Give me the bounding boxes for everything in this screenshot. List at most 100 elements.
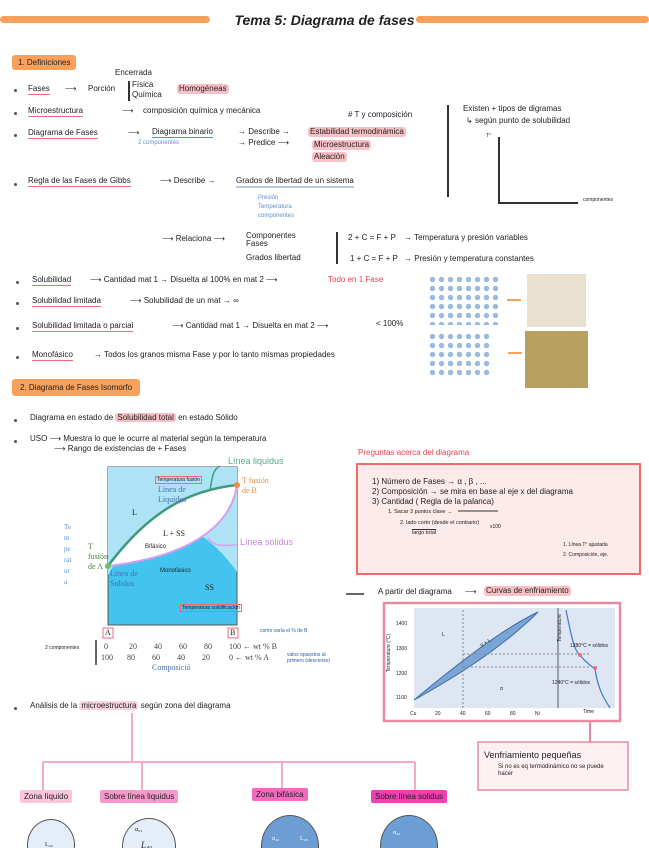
- enfriamiento-sub: Si no es eq termodinámico no se puede ha…: [498, 764, 604, 777]
- bullet: [14, 183, 17, 186]
- term-diagrama-fases: Diagrama de Fases: [28, 128, 98, 139]
- ytick-1300: 1300: [396, 646, 408, 652]
- tipos-line1: Existen + tipos de digramas: [463, 104, 562, 113]
- t-composicion: # T y composición: [348, 110, 413, 119]
- solub-result: Todo en 1 Fase: [328, 275, 384, 284]
- row1-4: 80: [204, 642, 212, 651]
- preg-5b: x100: [490, 524, 501, 530]
- section-1-heading: 1. Definiciones: [12, 55, 77, 70]
- diagrama-binario: Diagrama binario: [152, 127, 213, 138]
- cool-t2: Temperature: [557, 613, 564, 643]
- term-solubilidad: Solubilidad: [32, 275, 72, 286]
- bifasico: Bifásico: [145, 544, 167, 550]
- solub-par-result: < 100%: [376, 319, 404, 328]
- ytick-1100: 1100: [396, 695, 407, 701]
- atom-lattice-image-2: [428, 332, 493, 376]
- inner-label-2: α₅₂: [135, 827, 143, 833]
- preg-1: 1) Número de Fases → α , β , ...: [372, 477, 487, 486]
- inner-label: α₄₀: [393, 830, 401, 836]
- cool-ylabel: Temperature (°C): [386, 633, 393, 673]
- two-phase-region: [108, 485, 237, 566]
- xtick: 20: [435, 711, 441, 717]
- axis-x: [498, 202, 578, 204]
- grados-libertad: Grados de libertad de un sistema: [236, 176, 354, 188]
- analisis-post: según zona del diagrama: [138, 701, 231, 710]
- linea-liquidus-label: Línea de Liquidus: [158, 485, 187, 504]
- bullet: [16, 356, 19, 359]
- connector: [507, 299, 521, 301]
- divider: [336, 232, 338, 264]
- homogeneas: Homogéneas: [177, 84, 229, 94]
- term-gibbs: Regla de las Fases de Gibbs: [28, 176, 131, 187]
- rel-grados: Grados libertad: [246, 253, 301, 262]
- enfriamiento-title: Venfriamiento pequeñas: [484, 750, 582, 760]
- preguntas-box: [356, 463, 641, 575]
- uso: USO: [30, 434, 48, 443]
- row1-0: 0: [104, 642, 108, 651]
- bullet: [14, 134, 17, 137]
- eq2: 1 + C = F + P: [350, 254, 398, 263]
- solub-def: Cantidad mat 1 → Disuelta al 100% en mat…: [103, 275, 264, 284]
- solub-par-def: Cantidad mat 1 → Disuelta en mat 2: [185, 321, 315, 330]
- encerrada: Encerrada: [115, 68, 152, 77]
- bullet: [14, 419, 17, 422]
- xtick: 40: [460, 711, 466, 717]
- aleacion: Aleación: [312, 152, 347, 162]
- microstructure-photo: [527, 274, 586, 327]
- atom-lattice-image: [428, 275, 498, 325]
- term-solub-limitada: Solubilidad limitada: [32, 296, 101, 307]
- axis-y-label: T°: [486, 133, 492, 139]
- predice: Predice: [248, 138, 276, 147]
- uso-1: Muestra lo que le ocurre al material seg…: [63, 434, 267, 443]
- label-b: B: [230, 628, 236, 637]
- row2-5: 0 ← wt % A: [229, 653, 269, 662]
- axis-x-label: componentes: [583, 197, 614, 203]
- enfriamiento-box: [477, 741, 629, 791]
- row2-0: 100: [101, 653, 113, 662]
- cooling-plot-area: [414, 608, 582, 708]
- cool-p1: 1280°C = sólidos: [570, 643, 608, 649]
- row2-3: 40: [177, 653, 185, 662]
- preg-2: 2) Composición → se mira en base al eje …: [372, 487, 573, 496]
- title-bar-right: [416, 16, 649, 23]
- preguntas-title: Preguntas acerca del diagrama: [358, 448, 470, 457]
- tfusion-b-point: [234, 482, 240, 488]
- divider: [128, 81, 130, 101]
- region-ss: SS: [205, 583, 214, 592]
- liquidus-callout: Línea liquidus: [228, 456, 284, 466]
- row2-2: 60: [152, 653, 160, 662]
- page-title: Tema 5: Diagrama de fases: [234, 12, 415, 28]
- var-presion: Presión: [258, 195, 279, 201]
- tipos-line2: según punto de solubilidad: [474, 116, 571, 125]
- term-monofasico: Monofásico: [32, 350, 73, 361]
- linea-solidus-label: Línea de Solidus: [110, 569, 138, 588]
- analisis-highlight: microestructura: [79, 701, 139, 710]
- solub-lim-def: Solubilidad de un mat → ∞: [143, 296, 239, 305]
- y-axis-label: Temperatura: [64, 523, 72, 586]
- row1-5: 100 ← wt % B: [229, 642, 277, 651]
- solidus-line: [107, 484, 238, 567]
- row2-1: 80: [127, 653, 135, 662]
- comp-label: 2 componentes: [45, 645, 80, 651]
- bullet: [16, 281, 19, 284]
- preg-5: 2. lado corto (desde el contrario): [400, 520, 480, 526]
- bottom-note: Temperatura solidificación: [180, 604, 242, 612]
- preg-8: 2. Composición, eje.: [563, 552, 609, 558]
- arrow: ⟶: [128, 128, 140, 137]
- inner-label: L₄₀: [45, 842, 53, 848]
- cool-alpha: α: [500, 686, 503, 692]
- term-solub-parcial: Solubilidad limitada o parcial: [32, 321, 134, 332]
- cool-time: Time: [583, 709, 594, 715]
- bullet: [14, 89, 17, 92]
- b1-post: en estado Sólido: [175, 413, 238, 422]
- term-fases: Fases: [28, 84, 50, 95]
- title-bar-left: [0, 16, 210, 23]
- xtick: Ni: [535, 711, 540, 717]
- tfusion-a-point: [105, 563, 111, 569]
- divider: [447, 105, 449, 197]
- arrow: ⟶: [65, 84, 77, 93]
- region-l: L: [132, 508, 137, 517]
- eq1-desc: Temperatura y presión variables: [414, 233, 528, 242]
- axis-y: [498, 137, 500, 203]
